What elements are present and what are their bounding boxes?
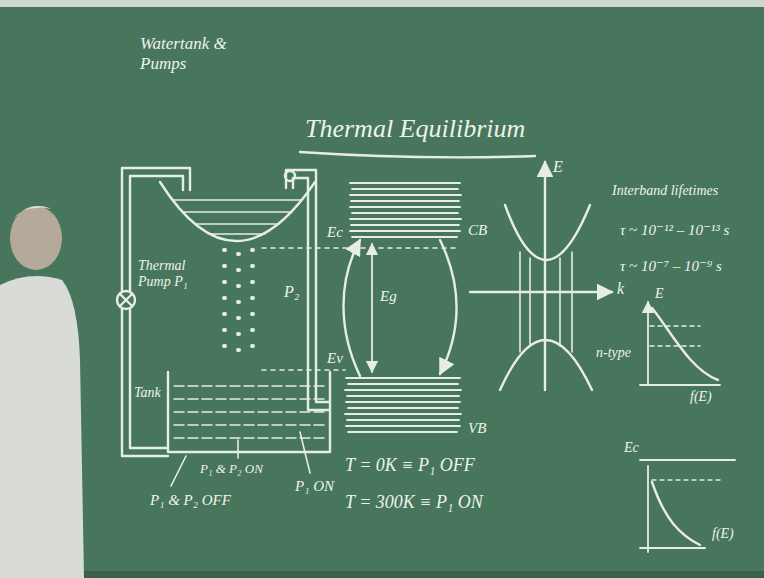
upper-bowl — [160, 182, 315, 241]
title-underline — [300, 152, 535, 157]
level-label: Ec — [624, 440, 639, 456]
pump-symbol — [117, 291, 135, 309]
board-title: Thermal Equilibrium — [305, 114, 525, 144]
axis-label: f(E) — [712, 526, 734, 542]
recombination-arc — [440, 240, 457, 374]
energy-axis — [544, 162, 546, 390]
lecturer-body — [0, 276, 84, 578]
level-line — [652, 479, 720, 480]
graph-axis — [640, 384, 720, 386]
gap-arrow — [371, 244, 373, 372]
pump-label: P₂ — [284, 283, 299, 301]
falling-drops — [224, 250, 253, 350]
band-label: VB — [468, 420, 486, 437]
board-top-edge — [0, 0, 764, 7]
type-label: n-type — [596, 345, 631, 361]
ec-level-line — [262, 247, 460, 249]
axis-label: E — [553, 158, 563, 176]
state-note: P₁ & P₂ OFF — [150, 492, 231, 509]
lifetime-value: τ ~ 10⁻¹² – 10⁻¹³ s — [620, 222, 729, 239]
conduction-band — [350, 183, 461, 237]
band-label: CB — [468, 222, 487, 239]
bowl-water — [173, 200, 302, 234]
transition-line — [520, 252, 572, 352]
level-line — [650, 326, 700, 346]
heading-note: Watertank & Pumps — [140, 34, 230, 73]
axis-label: f(E) — [690, 389, 712, 405]
leader-line — [171, 432, 310, 486]
conduction-parabola — [505, 205, 590, 260]
state-note: P₁ ON — [295, 478, 334, 495]
lifetime-value: τ ~ 10⁻⁷ – 10⁻⁹ s — [620, 258, 722, 275]
excitation-arc — [344, 240, 361, 376]
return-pipe — [122, 168, 190, 456]
distribution-curve — [652, 308, 718, 380]
graph-axis — [647, 466, 649, 552]
graph-axis — [647, 302, 649, 385]
axis-label: k — [617, 280, 624, 298]
level-label: Ev — [327, 350, 343, 367]
distribution-curve — [652, 482, 700, 545]
pump-label: Thermal Pump P₁ — [138, 258, 188, 290]
pump-cross — [120, 294, 132, 306]
section-heading: Interband lifetimes — [612, 183, 718, 199]
ev-level-line — [262, 369, 345, 371]
board-bottom-edge — [0, 571, 764, 578]
pump-symbol — [285, 171, 295, 181]
valence-parabola — [500, 340, 592, 390]
state-note: P₁ & P₂ ON — [200, 462, 263, 477]
lower-tank — [168, 372, 330, 452]
lecturer-hair — [14, 206, 60, 218]
equivalence-note: T = 300K ≡ P₁ ON — [345, 492, 483, 513]
level-line — [640, 459, 735, 461]
equivalence-note: T = 0K ≡ P₁ OFF — [345, 455, 475, 476]
level-label: Ec — [327, 224, 343, 241]
k-axis — [470, 291, 612, 293]
graph-axis — [640, 547, 705, 549]
lecturer-head — [10, 206, 62, 270]
axis-label: E — [655, 286, 664, 302]
gap-label: Eg — [380, 288, 397, 305]
tank-water — [174, 386, 324, 438]
valence-band — [345, 378, 461, 432]
part-label: Tank — [134, 385, 161, 401]
